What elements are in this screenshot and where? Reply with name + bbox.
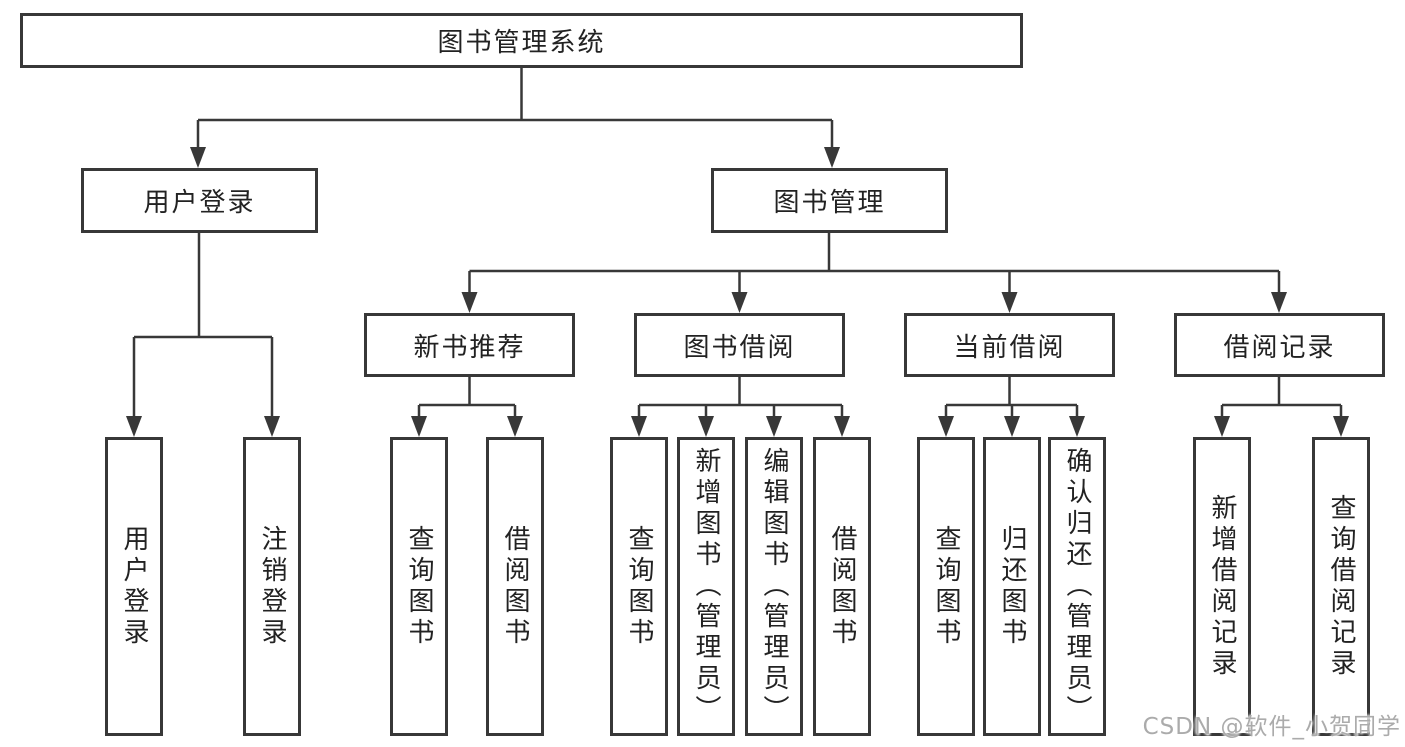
leaf-label: 编辑图书（管理员） (759, 447, 789, 726)
leaf-label: 确认归还（管理员） (1062, 447, 1092, 726)
leaf-label: 借阅图书 (827, 524, 857, 649)
leaf-query-borrow-record: 查询借阅记录 (1312, 437, 1370, 736)
leaf-query-books-current: 查询图书 (917, 437, 975, 736)
leaf-add-books-admin: 新增图书（管理员） (677, 437, 735, 736)
node-book-management: 图书管理 (711, 168, 948, 233)
connector-root-to-level2 (196, 68, 834, 150)
leaf-edit-books-admin: 编辑图书（管理员） (745, 437, 803, 736)
leaf-add-borrow-record: 新增借阅记录 (1193, 437, 1251, 736)
leaf-confirm-return-admin: 确认归还（管理员） (1048, 437, 1106, 736)
leaf-label: 查询图书 (931, 524, 961, 649)
leaf-borrow-books-recommend: 借阅图书 (486, 437, 544, 736)
connector-book-mgmt-to-level3 (468, 233, 1281, 294)
connector-current-borrow-to-leaves (944, 377, 1079, 419)
leaf-logout: 注销登录 (243, 437, 301, 736)
connector-borrow-record-to-leaves (1220, 377, 1343, 419)
node-library-management-system: 图书管理系统 (20, 13, 1023, 68)
node-book-borrow: 图书借阅 (634, 313, 845, 377)
leaf-label: 查询图书 (624, 524, 654, 649)
leaf-borrow-books: 借阅图书 (813, 437, 871, 736)
node-current-borrow: 当前借阅 (904, 313, 1115, 377)
leaf-label: 归还图书 (997, 524, 1027, 649)
leaf-user-login: 用户登录 (105, 437, 163, 736)
node-borrow-record: 借阅记录 (1174, 313, 1385, 377)
leaf-label: 注销登录 (257, 524, 287, 649)
leaf-label: 查询图书 (404, 524, 434, 649)
leaf-return-books: 归还图书 (983, 437, 1041, 736)
csdn-watermark: CSDN @软件_小贺同学 (1142, 714, 1401, 740)
connector-user-login-to-leaves (132, 233, 274, 419)
connector-new-book-rec-to-leaves (417, 377, 517, 419)
leaf-label: 查询借阅记录 (1326, 493, 1356, 680)
node-user-login: 用户登录 (81, 168, 318, 233)
leaf-query-books-recommend: 查询图书 (390, 437, 448, 736)
leaf-query-books-borrow: 查询图书 (610, 437, 668, 736)
leaf-label: 新增图书（管理员） (691, 447, 721, 726)
connector-book-borrow-to-leaves (637, 377, 844, 419)
node-new-book-recommend: 新书推荐 (364, 313, 575, 377)
leaf-label: 借阅图书 (500, 524, 530, 649)
leaf-label: 新增借阅记录 (1207, 493, 1237, 680)
leaf-label: 用户登录 (119, 524, 149, 649)
